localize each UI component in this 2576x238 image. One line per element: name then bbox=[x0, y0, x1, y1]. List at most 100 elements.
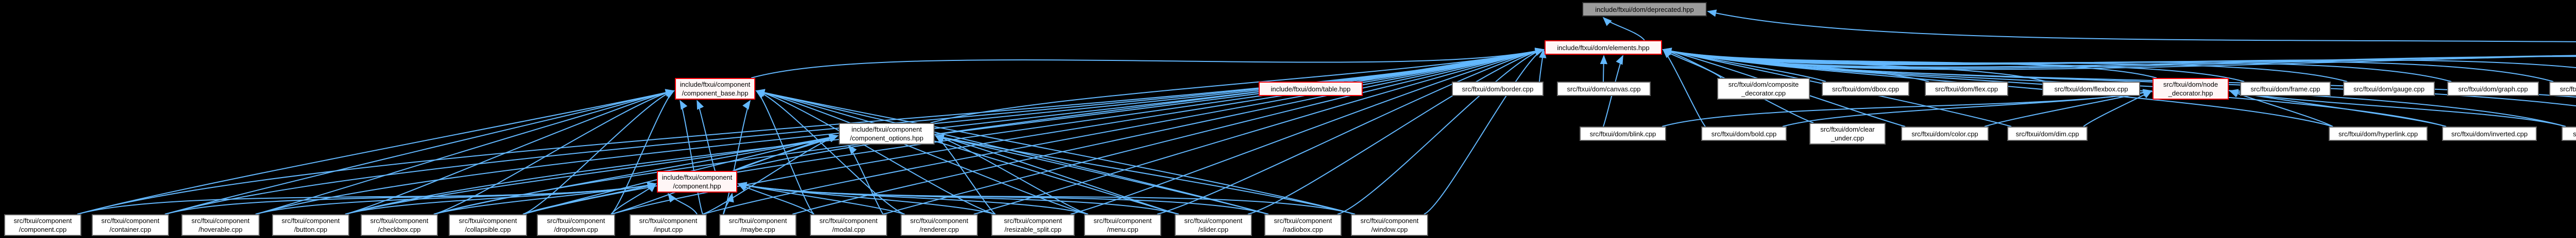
include-edge-menu-cpp-to-elements-hpp bbox=[1157, 47, 1545, 215]
graph-node-radiobox-cpp[interactable]: src/ftxui/component/radiobox.cpp bbox=[1264, 214, 1342, 236]
graph-node-flexbox-cpp[interactable]: src/ftxui/dom/flexbox.cpp bbox=[2042, 82, 2140, 96]
graph-node-resizable-split-cpp[interactable]: src/ftxui/component/resizable_split.cpp bbox=[991, 214, 1075, 236]
graph-node-collapsible-cpp[interactable]: src/ftxui/component/collapsible.cpp bbox=[449, 214, 527, 236]
include-edge-window-cpp-to-component-hpp bbox=[737, 182, 1355, 215]
include-edge-slider-cpp-to-component-options-hpp bbox=[935, 134, 1179, 215]
include-edge-checkbox-cpp-to-elements-hpp bbox=[433, 47, 1545, 215]
graph-node-menu-cpp[interactable]: src/ftxui/component/menu.cpp bbox=[1084, 214, 1161, 236]
include-edge-text-cpp-to-deprecated-hpp bbox=[1707, 9, 2576, 42]
graph-node-label: /renderer.cpp bbox=[919, 226, 959, 233]
graph-node-label: /dropdown.cpp bbox=[554, 226, 598, 233]
graph-node-graph-cpp[interactable]: src/ftxui/dom/graph.cpp bbox=[2447, 82, 2539, 96]
graph-node-label: /component_base.hpp bbox=[682, 89, 749, 97]
graph-node-maybe-cpp[interactable]: src/ftxui/component/maybe.cpp bbox=[719, 214, 796, 236]
graph-node-label: /modal.cpp bbox=[832, 226, 865, 233]
graph-node-frame-cpp[interactable]: src/ftxui/dom/frame.cpp bbox=[2240, 82, 2331, 96]
graph-node-component-base-hpp[interactable]: include/ftxui/component/component_base.h… bbox=[675, 78, 755, 100]
graph-node-slider-cpp[interactable]: src/ftxui/component/slider.cpp bbox=[1175, 214, 1252, 236]
graph-node-label: src/ftxui/component bbox=[819, 217, 878, 225]
graph-node-label: /component.cpp bbox=[19, 226, 67, 233]
graph-node-label: src/ftxui/component bbox=[370, 217, 429, 225]
graph-node-button-cpp[interactable]: src/ftxui/component/button.cpp bbox=[272, 214, 349, 236]
graph-node-label: src/ftxui/dom/graph.cpp bbox=[2458, 85, 2528, 93]
include-edge-input-cpp-to-elements-hpp bbox=[702, 47, 1545, 215]
graph-node-label: src/ftxui/component bbox=[1004, 217, 1062, 225]
include-edge-text-cpp-to-elements-hpp bbox=[1662, 47, 2576, 70]
graph-node-label: src/ftxui/component bbox=[13, 217, 72, 225]
include-edge-elements-hpp-to-deprecated-hpp bbox=[1602, 17, 1645, 41]
include-edge-italic-cpp-to-node-decorator-hpp bbox=[2229, 89, 2566, 127]
graph-node-elements-hpp[interactable]: include/ftxui/dom/elements.hpp bbox=[1545, 40, 1662, 55]
graph-node-label: src/ftxui/dom/node bbox=[2163, 81, 2218, 88]
graph-node-checkbox-cpp[interactable]: src/ftxui/component/checkbox.cpp bbox=[361, 214, 438, 236]
graph-node-gauge-cpp[interactable]: src/ftxui/dom/gauge.cpp bbox=[2343, 82, 2435, 96]
graph-node-label: src/ftxui/component bbox=[1093, 217, 1152, 225]
graph-node-component-options-hpp[interactable]: include/ftxui/component/component_option… bbox=[839, 123, 935, 145]
graph-node-blink-cpp[interactable]: src/ftxui/dom/blink.cpp bbox=[1580, 126, 1666, 141]
graph-node-container-cpp[interactable]: src/ftxui/component/container.cpp bbox=[92, 214, 169, 236]
graph-node-label: src/ftxui/dom/inverted.cpp bbox=[2451, 130, 2528, 138]
graph-node-label: /component_options.hpp bbox=[850, 134, 924, 142]
graph-node-label: src/ftxui/dom/flexbox.cpp bbox=[2054, 85, 2128, 93]
graph-node-modal-cpp[interactable]: src/ftxui/component/modal.cpp bbox=[810, 214, 887, 236]
graph-node-renderer-cpp[interactable]: src/ftxui/component/renderer.cpp bbox=[901, 214, 978, 236]
graph-node-dbox-cpp[interactable]: src/ftxui/dom/dbox.cpp bbox=[1822, 82, 1909, 96]
graph-node-dim-cpp[interactable]: src/ftxui/dom/dim.cpp bbox=[2007, 126, 2088, 141]
graph-node-label: src/ftxui/component bbox=[101, 217, 160, 225]
graph-node-label: _decorator.cpp bbox=[1741, 89, 1786, 97]
graph-node-hyperlink-cpp[interactable]: src/ftxui/dom/hyperlink.cpp bbox=[2329, 126, 2428, 141]
include-edge-collapsible-cpp-to-elements-hpp bbox=[522, 47, 1545, 215]
include-edge-reflect-cpp-to-elements-hpp bbox=[1662, 47, 2576, 69]
include-edge-color-cpp-to-node-decorator-hpp bbox=[1984, 89, 2153, 127]
graph-node-deprecated-hpp[interactable]: include/ftxui/dom/deprecated.hpp bbox=[1582, 2, 1707, 17]
graph-node-label: src/ftxui/component bbox=[1184, 217, 1243, 225]
include-edge-menu-cpp-to-component-base-hpp bbox=[755, 89, 1089, 215]
graph-node-node-decorator-hpp[interactable]: src/ftxui/dom/node_decorator.hpp bbox=[2153, 78, 2229, 100]
graph-node-label: src/ftxui/component bbox=[1360, 217, 1419, 225]
graph-node-window-cpp[interactable]: src/ftxui/component/window.cpp bbox=[1351, 214, 1428, 236]
graph-node-label: /checkbox.cpp bbox=[378, 226, 421, 233]
graph-node-border-cpp[interactable]: src/ftxui/dom/border.cpp bbox=[1452, 82, 1544, 96]
graph-node-flex-cpp[interactable]: src/ftxui/dom/flex.cpp bbox=[1925, 82, 2008, 96]
graph-node-component-cpp[interactable]: src/ftxui/component/component.cpp bbox=[4, 214, 81, 236]
include-edge-window-cpp-to-elements-hpp bbox=[1423, 49, 1545, 215]
graph-node-label: src/ftxui/dom/clear bbox=[1820, 125, 1875, 133]
graph-node-label: src/ftxui/dom/canvas.cpp bbox=[1567, 85, 1641, 93]
graph-node-label: src/ftxui/dom/flex.cpp bbox=[1935, 85, 1998, 93]
include-edge-component-cpp-to-component-base-hpp bbox=[77, 89, 675, 215]
include-edge-renderer-cpp-to-elements-hpp bbox=[973, 47, 1545, 215]
graph-node-label: src/ftxui/dom/color.cpp bbox=[1911, 130, 1978, 138]
graph-node-label: src/ftxui/dom/dbox.cpp bbox=[1832, 85, 1900, 93]
graph-node-label: /radiobox.cpp bbox=[1282, 226, 1324, 233]
graph-node-italic-cpp[interactable]: src/ftxui/dom/italic.cpp bbox=[2562, 126, 2576, 141]
include-edge-component-base-hpp-to-elements-hpp bbox=[751, 47, 1545, 78]
graph-node-canvas-cpp[interactable]: src/ftxui/dom/canvas.cpp bbox=[1557, 82, 1651, 96]
graph-node-input-cpp[interactable]: src/ftxui/component/input.cpp bbox=[630, 214, 707, 236]
include-edge-hbox-cpp-to-elements-hpp bbox=[1662, 47, 2576, 69]
graph-node-bold-cpp[interactable]: src/ftxui/dom/bold.cpp bbox=[1701, 126, 1787, 141]
graph-node-label: src/ftxui/dom/bold.cpp bbox=[1711, 130, 1777, 138]
include-edge-dim-cpp-to-node-decorator-hpp bbox=[2083, 90, 2153, 127]
graph-node-label: /resizable_split.cpp bbox=[1004, 226, 1062, 233]
graph-node-dropdown-cpp[interactable]: src/ftxui/component/dropdown.cpp bbox=[537, 214, 615, 236]
graph-node-clear-under-cpp[interactable]: src/ftxui/dom/clear_under.cpp bbox=[1809, 123, 1886, 145]
graph-node-label: src/ftxui/component bbox=[191, 217, 250, 225]
include-edge-resizable-split-cpp-to-component-base-hpp bbox=[755, 89, 996, 215]
include-edge-button-cpp-to-elements-hpp bbox=[345, 47, 1545, 215]
graph-node-label: include/ftxui/component bbox=[680, 81, 751, 88]
include-edge-maybe-cpp-to-component-base-hpp bbox=[723, 100, 751, 215]
graph-node-composite-decorator-cpp[interactable]: src/ftxui/dom/composite_decorator.cpp bbox=[1717, 78, 1810, 100]
graph-node-inverted-cpp[interactable]: src/ftxui/dom/inverted.cpp bbox=[2442, 126, 2537, 141]
graph-node-gridbox-cpp[interactable]: src/ftxui/dom/gridbox.cpp bbox=[2549, 82, 2576, 96]
include-edge-dropdown-cpp-to-component-hpp bbox=[611, 183, 657, 215]
graph-node-component-hpp[interactable]: include/ftxui/component/component.hpp bbox=[657, 171, 737, 193]
graph-node-label: src/ftxui/component bbox=[459, 217, 517, 225]
graph-node-label: src/ftxui/dom/dim.cpp bbox=[2015, 130, 2079, 138]
graph-node-table-hpp[interactable]: include/ftxui/dom/table.hpp bbox=[1259, 82, 1363, 96]
graph-node-color-cpp[interactable]: src/ftxui/dom/color.cpp bbox=[1901, 126, 1989, 141]
include-edge-bold-cpp-to-node-decorator-hpp bbox=[1782, 89, 2153, 127]
include-edge-modal-cpp-to-elements-hpp bbox=[883, 47, 1545, 215]
graph-node-label: _under.cpp bbox=[1831, 134, 1865, 142]
include-edge-slider-cpp-to-component-base-hpp bbox=[755, 89, 1179, 215]
graph-node-hoverable-cpp[interactable]: src/ftxui/component/hoverable.cpp bbox=[181, 214, 260, 236]
